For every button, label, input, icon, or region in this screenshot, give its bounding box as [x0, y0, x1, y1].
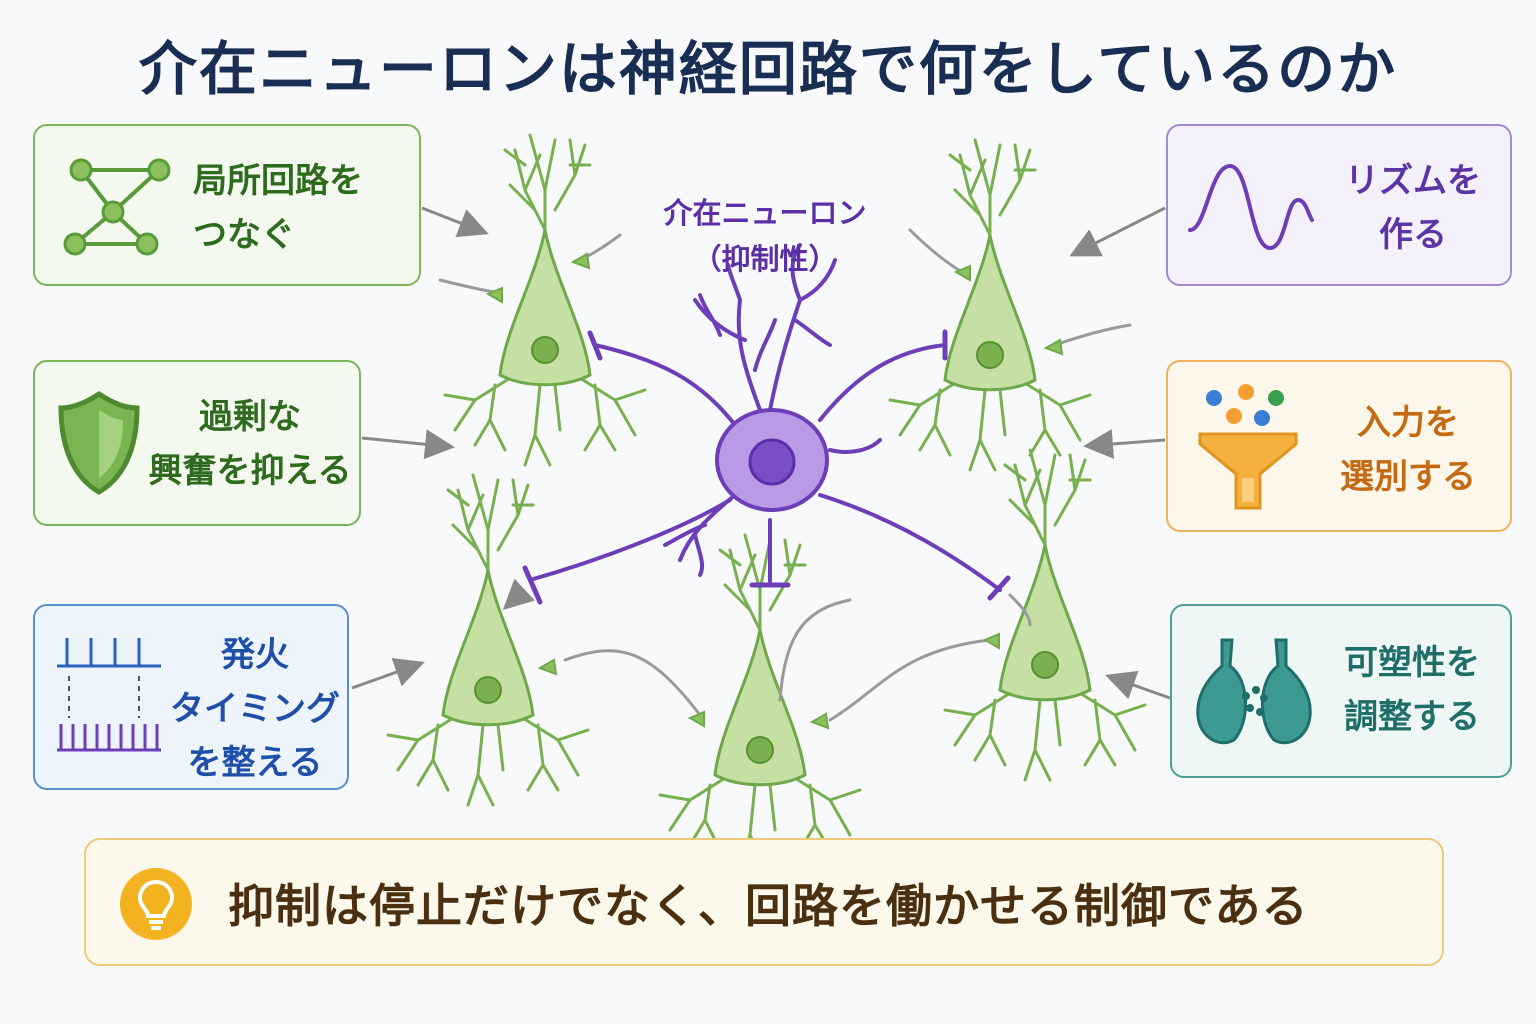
card-input-line1: 入力を: [1357, 403, 1459, 443]
card-input: 入力を 選別する: [1166, 360, 1512, 532]
wave-icon: [1188, 163, 1314, 251]
spike-train-icon: [57, 638, 161, 752]
pyramidal-neuron-top-right: [888, 138, 1092, 472]
card-suppress-line2: 興奮を抑える: [148, 451, 352, 491]
pyramidal-neuron-bottom-left: [386, 473, 590, 807]
summary-text: 抑制は停止だけでなく、回路を働かせる制御である: [228, 879, 1309, 933]
card-rhythm-line1: リズムを: [1345, 161, 1481, 201]
card-rhythm: リズムを 作る: [1166, 124, 1512, 286]
card-timing-line3: を整える: [187, 743, 323, 783]
card-rhythm-line2: 作る: [1379, 215, 1447, 255]
card-timing: 発火 タイミング を整える: [33, 604, 349, 790]
card-suppress: 過剰な 興奮を抑える: [33, 360, 361, 526]
interneuron: [522, 243, 1011, 605]
funnel-icon: [1198, 384, 1298, 510]
card-plasticity-line1: 可塑性を: [1344, 643, 1480, 683]
card-local-circuit: 局所回路を つなぐ: [33, 124, 421, 286]
network-nodes-icon: [63, 158, 171, 256]
card-timing-line2: タイミング: [170, 689, 340, 729]
synapse-icon: [1196, 638, 1312, 745]
card-plasticity: 可塑性を 調整する: [1170, 604, 1512, 778]
card-plasticity-line2: 調整する: [1344, 697, 1480, 737]
summary-banner: 抑制は停止だけでなく、回路を働かせる制御である: [84, 838, 1444, 966]
interneuron-label-name: 介在ニューロン: [663, 196, 867, 230]
interneuron-label-type: （抑制性）: [692, 242, 838, 276]
card-local-circuit-line2: つなぐ: [193, 215, 295, 255]
page-title: 介在ニューロンは神経回路で何をしているのか: [138, 35, 1398, 103]
pyramidal-neuron-bottom-right: [943, 448, 1147, 782]
card-local-circuit-line1: 局所回路を: [193, 161, 363, 201]
lightbulb-icon: [120, 868, 192, 940]
card-input-line2: 選別する: [1340, 457, 1476, 497]
interneuron-label: 介在ニューロン （抑制性）: [640, 190, 890, 282]
shield-icon: [58, 390, 140, 495]
card-timing-line1: 発火: [221, 635, 289, 675]
pyramidal-neuron-top-left: [443, 133, 647, 467]
card-suppress-line1: 過剰な: [199, 397, 301, 437]
